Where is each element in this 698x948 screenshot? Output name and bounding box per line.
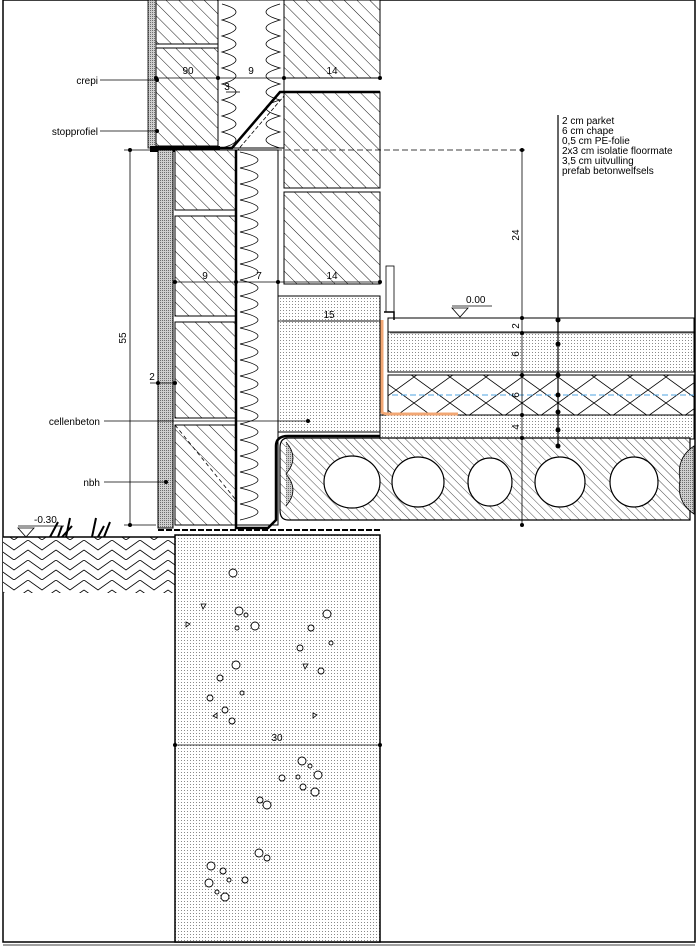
- dim-foundation-30: 30: [271, 733, 283, 744]
- label-cellenbeton: cellenbeton: [49, 417, 100, 428]
- upper-insulation-squiggle: [220, 3, 282, 149]
- hollow-core-slab: [279, 437, 695, 521]
- lower-insulation-squiggle: [239, 151, 259, 521]
- dim-floor-6b: 6: [511, 392, 522, 398]
- dim-height-55: 55: [118, 332, 129, 344]
- dim-floor-6a: 6: [511, 351, 522, 357]
- floor-buildup-list: 2 cm parket 6 cm chape 0,5 cm PE-folie 2…: [562, 116, 673, 177]
- dim-upper-9: 9: [248, 66, 254, 77]
- buildup-line-4: 2x3 cm isolatie floormate: [562, 146, 673, 157]
- dim-floor-4: 4: [511, 424, 522, 430]
- grass-tufts: [49, 517, 111, 538]
- cellenbeton-block: [277, 295, 381, 433]
- level-marker-floor: 0.00: [451, 295, 492, 318]
- level-floor-label: 0.00: [466, 295, 486, 306]
- dim-lower-9: 9: [202, 271, 208, 282]
- dimension-ticks: [128, 76, 524, 747]
- dim-height-24: 24: [511, 229, 522, 241]
- edge-membrane-orange: [380, 320, 458, 416]
- dim-floor-2: 2: [511, 323, 522, 329]
- label-leaders: [100, 79, 308, 483]
- buildup-line-6: prefab betonwelfsels: [562, 166, 654, 177]
- dim-upper-90: 90: [182, 66, 194, 77]
- buildup-line-3: 0,5 cm PE-folie: [562, 136, 630, 147]
- ground-soil: [3, 517, 175, 593]
- floor-buildup-leader: [555, 115, 561, 449]
- label-nbh: nbh: [83, 478, 100, 489]
- dim-upper-14: 14: [326, 66, 338, 77]
- dim-bearing-15: 15: [323, 310, 335, 321]
- dim-upper-gap-3: 3: [224, 82, 230, 93]
- dim-lower-14: 14: [326, 271, 338, 282]
- buildup-line-2: 6 cm chape: [562, 126, 614, 137]
- lower-wall: [157, 149, 381, 531]
- level-ground-label: -0.30: [34, 515, 57, 526]
- upper-wall: [147, 0, 381, 189]
- foundation: [174, 534, 381, 943]
- dim-lower-7: 7: [256, 271, 262, 282]
- floor-buildup: [379, 265, 695, 440]
- buildup-line-5: 3,5 cm uitvulling: [562, 156, 634, 167]
- dim-crepi-2: 2: [149, 372, 155, 383]
- label-stopprofiel: stopprofiel: [52, 127, 98, 138]
- level-marker-ground: -0.30: [17, 515, 64, 538]
- label-crepi: crepi: [76, 76, 98, 87]
- buildup-line-1: 2 cm parket: [562, 116, 614, 127]
- aggregate: [204, 568, 334, 902]
